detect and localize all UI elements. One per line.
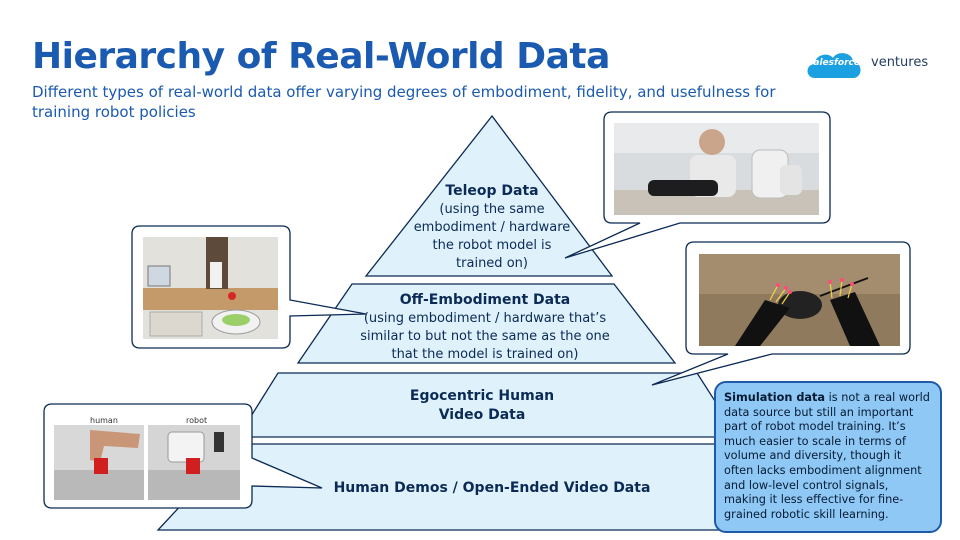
teleop-photo (614, 123, 819, 215)
salesforce-ventures-logo: salesforce ventures (803, 44, 943, 84)
callout-text: is not a real world data source but stil… (724, 391, 930, 521)
tier-off-embodiment-desc: (using embodiment / hardware that’s simi… (360, 311, 610, 362)
tier-off-embodiment-title: Off-Embodiment Data (399, 292, 571, 308)
tier-teleop-desc: (using the same embodiment / hardware th… (413, 202, 571, 271)
tier-egocentric-title: Egocentric Human Video Data (409, 388, 555, 423)
human-caption: human (90, 416, 118, 425)
logo-brand-text: salesforce (808, 58, 860, 68)
human-demos-photo (54, 425, 240, 500)
tier-off-embodiment-shape (296, 283, 677, 364)
tier-teleop-shape (364, 114, 614, 277)
tier-egocentric-label: Egocentric Human Video Data (392, 387, 572, 425)
callout-bold: Simulation data (724, 391, 826, 404)
tier-off-embodiment-label: Off-Embodiment Data (using embodiment / … (360, 291, 610, 364)
tier-teleop-label: Teleop Data (using the same embodiment /… (412, 182, 572, 273)
cloud-logo-icon (807, 53, 861, 78)
logo-suffix-text: ventures (871, 55, 929, 70)
simulation-callout: Simulation data is not a real world data… (714, 381, 942, 533)
off-embodiment-photo (143, 237, 278, 339)
tier-human-demos-label: Human Demos / Open-Ended Video Data (312, 479, 672, 498)
page-subtitle: Different types of real-world data offer… (32, 83, 776, 121)
egocentric-photo (699, 254, 900, 346)
tier-human-demos-title: Human Demos / Open-Ended Video Data (333, 480, 651, 496)
robot-caption: robot (186, 416, 208, 425)
page-title: Hierarchy of Real-World Data (32, 36, 610, 77)
tier-teleop-title: Teleop Data (445, 183, 539, 199)
